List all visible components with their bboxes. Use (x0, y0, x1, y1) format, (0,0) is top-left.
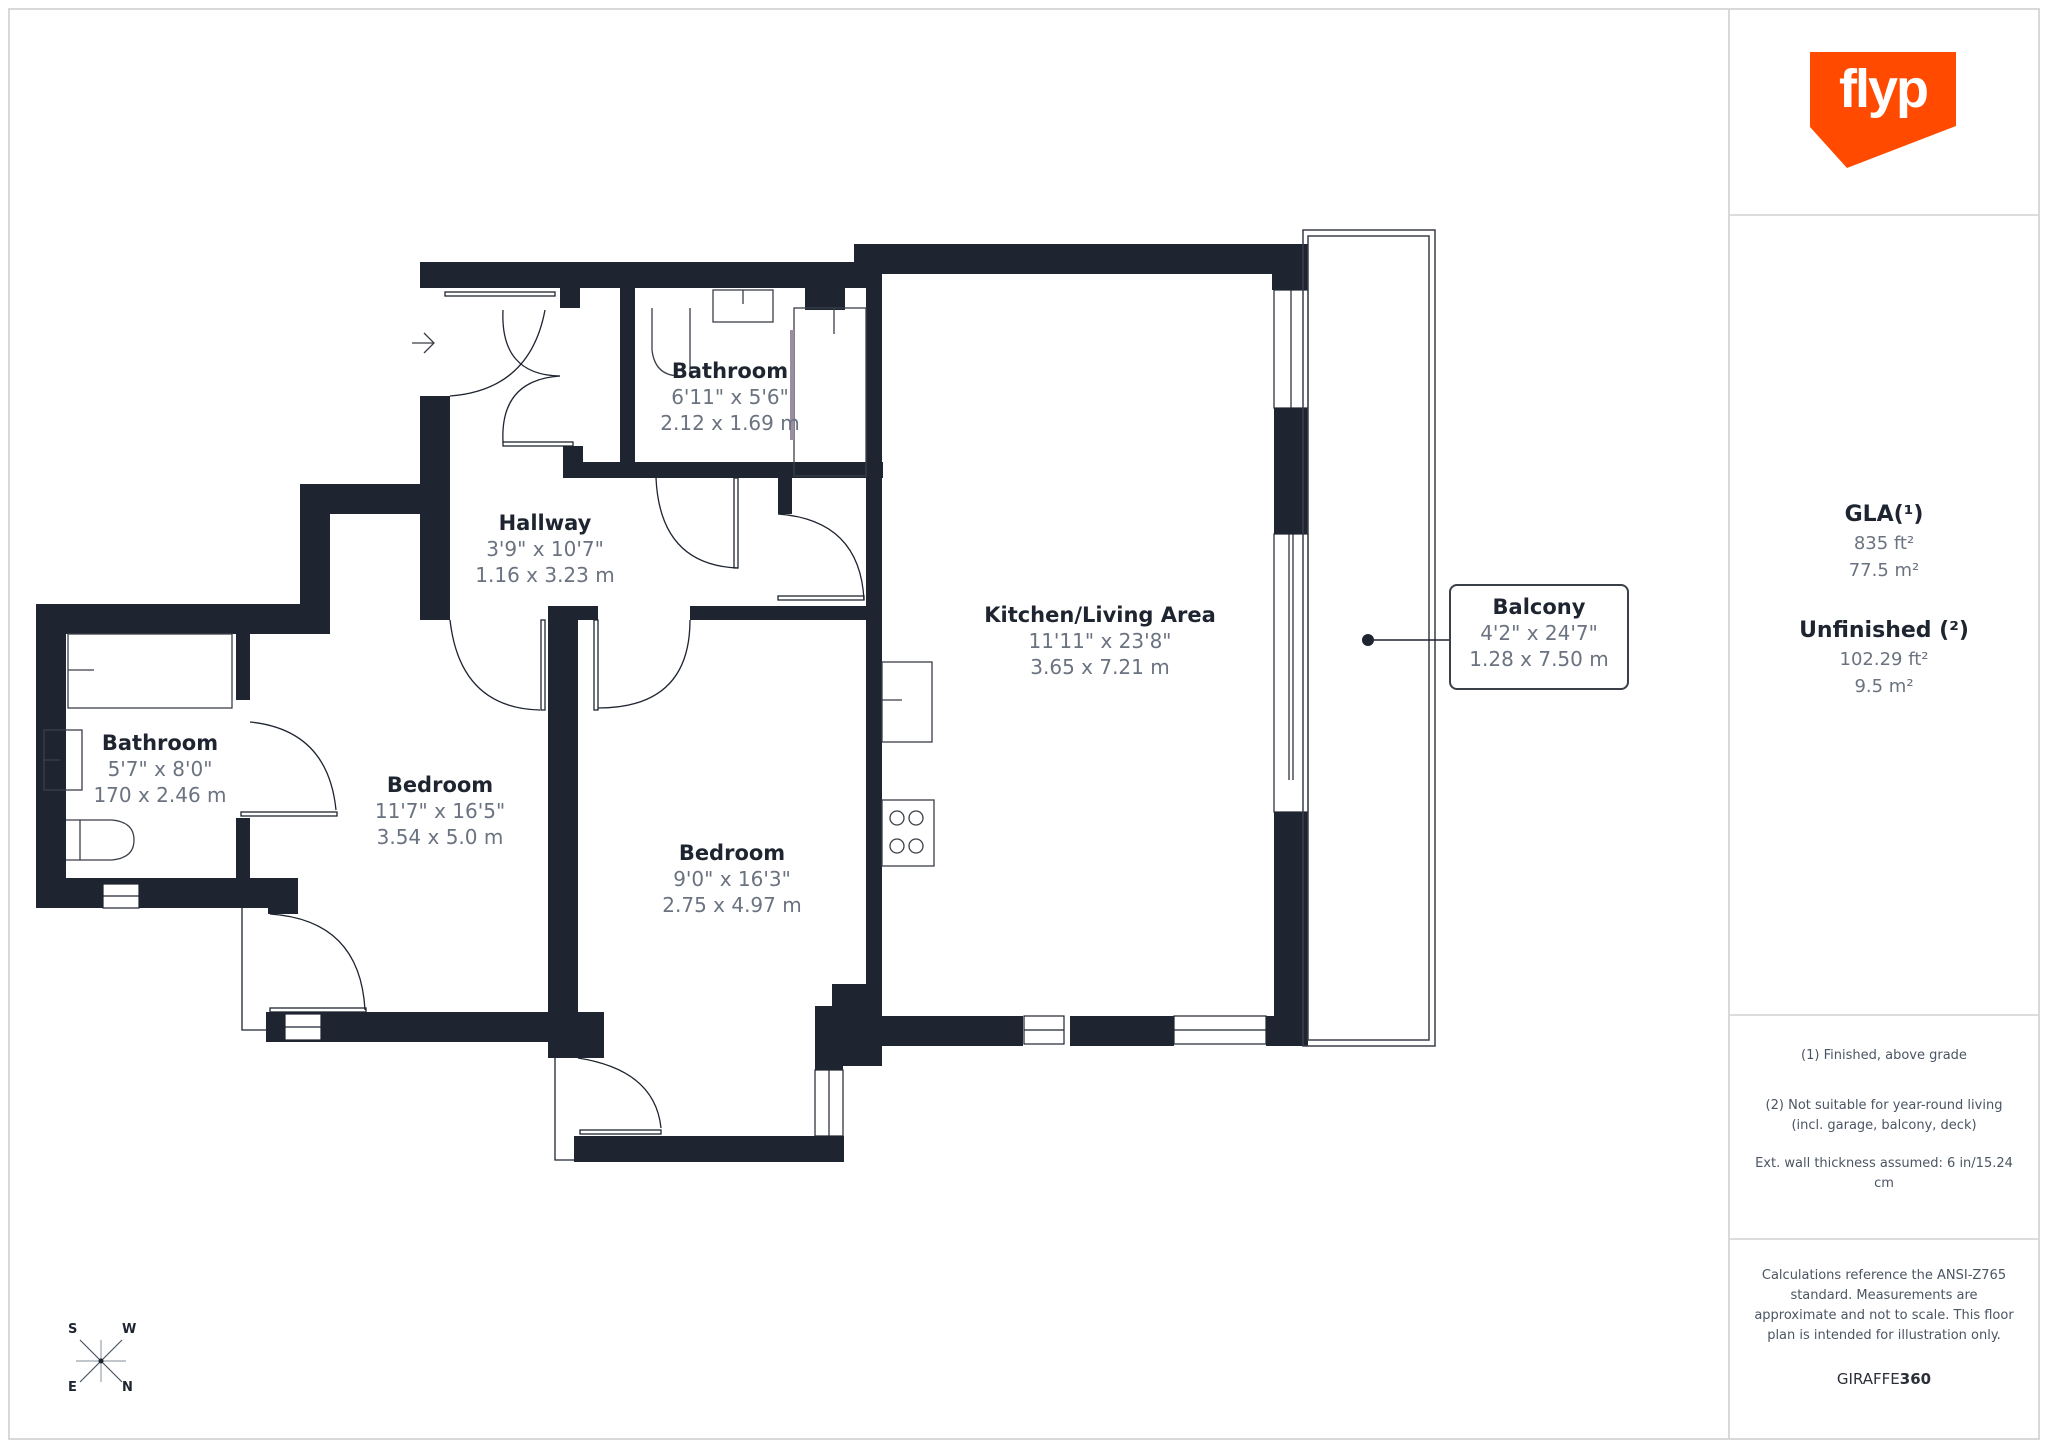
compass-icon (76, 1339, 126, 1383)
room-label-balcony: Balcony 4'2" x 24'7" 1.28 x 7.50 m (1449, 584, 1629, 690)
compass-label-s: S (68, 1322, 78, 1337)
floor-plan-drawing (36, 229, 1449, 1162)
balcony-outline (1302, 229, 1436, 1047)
gla-sqm: 77.5 m² (1848, 560, 1920, 581)
room-label-hallway: Hallway 3'9" x 10'7" 1.16 x 3.23 m (475, 511, 615, 587)
gla-sqft: 835 ft² (1853, 533, 1915, 554)
logo-section: flyp (1730, 10, 2038, 216)
shower-screen (790, 330, 794, 440)
floor-plan: Bathroom 6'11" x 5'6" 2.12 x 1.69 m Hall… (10, 10, 1728, 1438)
room-label-bathroom-2: Bathroom 5'7" x 8'0" 170 x 2.46 m (93, 731, 227, 807)
compass-label-e: E (68, 1380, 77, 1395)
info-sidebar: flyp GLA(¹) 835 ft² 77.5 m² Unfinished (… (1728, 10, 2038, 1438)
compass-rose: S W E N (60, 1320, 140, 1400)
doors (240, 291, 865, 1161)
entry-arrow-icon (412, 332, 435, 354)
area-summary: GLA(¹) 835 ft² 77.5 m² Unfinished (²) 10… (1730, 216, 2038, 1016)
room-label-bathroom-1: Bathroom 6'11" x 5'6" 2.12 x 1.69 m (660, 359, 800, 435)
walls (36, 244, 1308, 1162)
room-label-kitchen-living: Kitchen/Living Area 11'11" x 23'8" 3.65 … (984, 603, 1216, 679)
room-label-bedroom-2: Bedroom 9'0" x 16'3" 2.75 x 4.97 m (662, 841, 802, 917)
unfinished-block: Unfinished (²) 102.29 ft² 9.5 m² (1730, 618, 2038, 697)
unfinished-sqm: 9.5 m² (1854, 676, 1914, 697)
compass-label-w: W (122, 1322, 137, 1337)
note-finished: (1) Finished, above grade (1801, 1048, 1967, 1063)
gla-title: GLA(¹) (1844, 502, 1924, 527)
flyp-logo-icon (1810, 52, 1956, 168)
giraffe360-brand: GIRAFFE360 (1836, 1370, 1932, 1388)
unfinished-sqft: 102.29 ft² (1839, 649, 1929, 670)
note-unfinished: (2) Not suitable for year-round living (… (1765, 1098, 2003, 1133)
disclaimer-text: Calculations reference the ANSI-Z765 sta… (1754, 1268, 2014, 1343)
unfinished-title: Unfinished (²) (1799, 618, 1969, 643)
disclaimer-section: Calculations reference the ANSI-Z765 sta… (1730, 1240, 2038, 1438)
page-frame (8, 8, 2040, 1440)
compass-label-n: N (122, 1380, 133, 1395)
room-label-bedroom-1: Bedroom 11'7" x 16'5" 3.54 x 5.0 m (374, 773, 506, 849)
balcony-pointer-dot (1362, 634, 1374, 646)
gla-block: GLA(¹) 835 ft² 77.5 m² (1730, 502, 2038, 581)
fixtures (43, 289, 935, 867)
note-wall-thickness: Ext. wall thickness assumed: 6 in/15.24 … (1755, 1156, 2013, 1191)
logo-text: flyp (1838, 59, 1929, 119)
notes-section: (1) Finished, above grade (2) Not suitab… (1730, 1016, 2038, 1240)
